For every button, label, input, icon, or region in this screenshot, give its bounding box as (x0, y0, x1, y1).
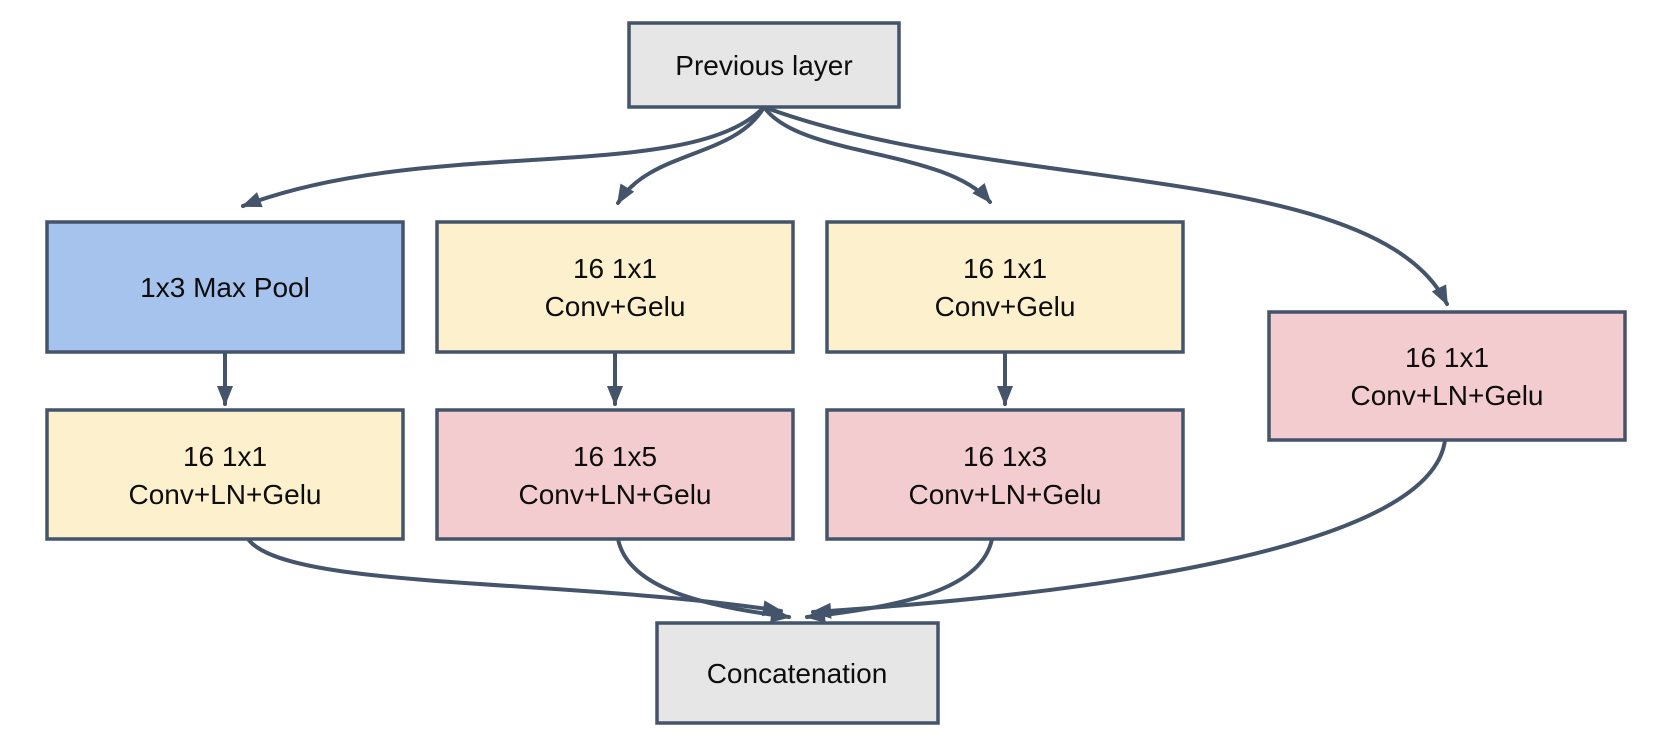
maxpool-label: 1x3 Max Pool (140, 272, 310, 303)
branch2-conv2-line2: Conv+LN+Gelu (518, 479, 711, 510)
branch3-conv2-line2: Conv+LN+Gelu (908, 479, 1101, 510)
edge-previous-to-branch2 (616, 105, 766, 205)
branch4-conv-line2: Conv+LN+Gelu (1350, 380, 1543, 411)
branch4-conv-line1: 16 1x1 (1405, 342, 1489, 373)
branch2-conv2-line1: 16 1x5 (573, 441, 657, 472)
branch2-conv1-box (435, 220, 795, 354)
branch3-conv1-line1: 16 1x1 (963, 253, 1047, 284)
branch4-conv-box (1267, 310, 1627, 442)
concatenation-box (655, 621, 940, 725)
branch2-conv1-line1: 16 1x1 (573, 253, 657, 284)
branch2-conv2-box (435, 408, 795, 541)
previous-layer-label: Previous layer (675, 50, 852, 81)
branch1-conv-box (45, 408, 405, 541)
branch3-conv1-box (825, 220, 1185, 354)
branch2-conv1-line2: Conv+Gelu (545, 291, 686, 322)
edge-branch3-to-concat (805, 537, 994, 624)
branch3-conv1-line2: Conv+Gelu (935, 291, 1076, 322)
edge-previous-to-branch4 (762, 105, 1449, 306)
edge-previous-to-branch3 (762, 105, 992, 204)
edge-branch4-to-concat (811, 438, 1447, 619)
edge-branch2-to-concat (616, 537, 791, 623)
edge-previous-to-maxpool (241, 105, 766, 208)
concatenation-label: Concatenation (707, 658, 888, 689)
branch3-conv2-box (825, 408, 1185, 541)
branch3-conv2-line1: 16 1x3 (963, 441, 1047, 472)
maxpool-box (45, 220, 405, 354)
previous-layer-box (627, 21, 901, 109)
branch1-conv-line1: 16 1x1 (183, 441, 267, 472)
branch1-conv-line2: Conv+LN+Gelu (128, 479, 321, 510)
edge-branch1-to-concat (246, 537, 783, 617)
